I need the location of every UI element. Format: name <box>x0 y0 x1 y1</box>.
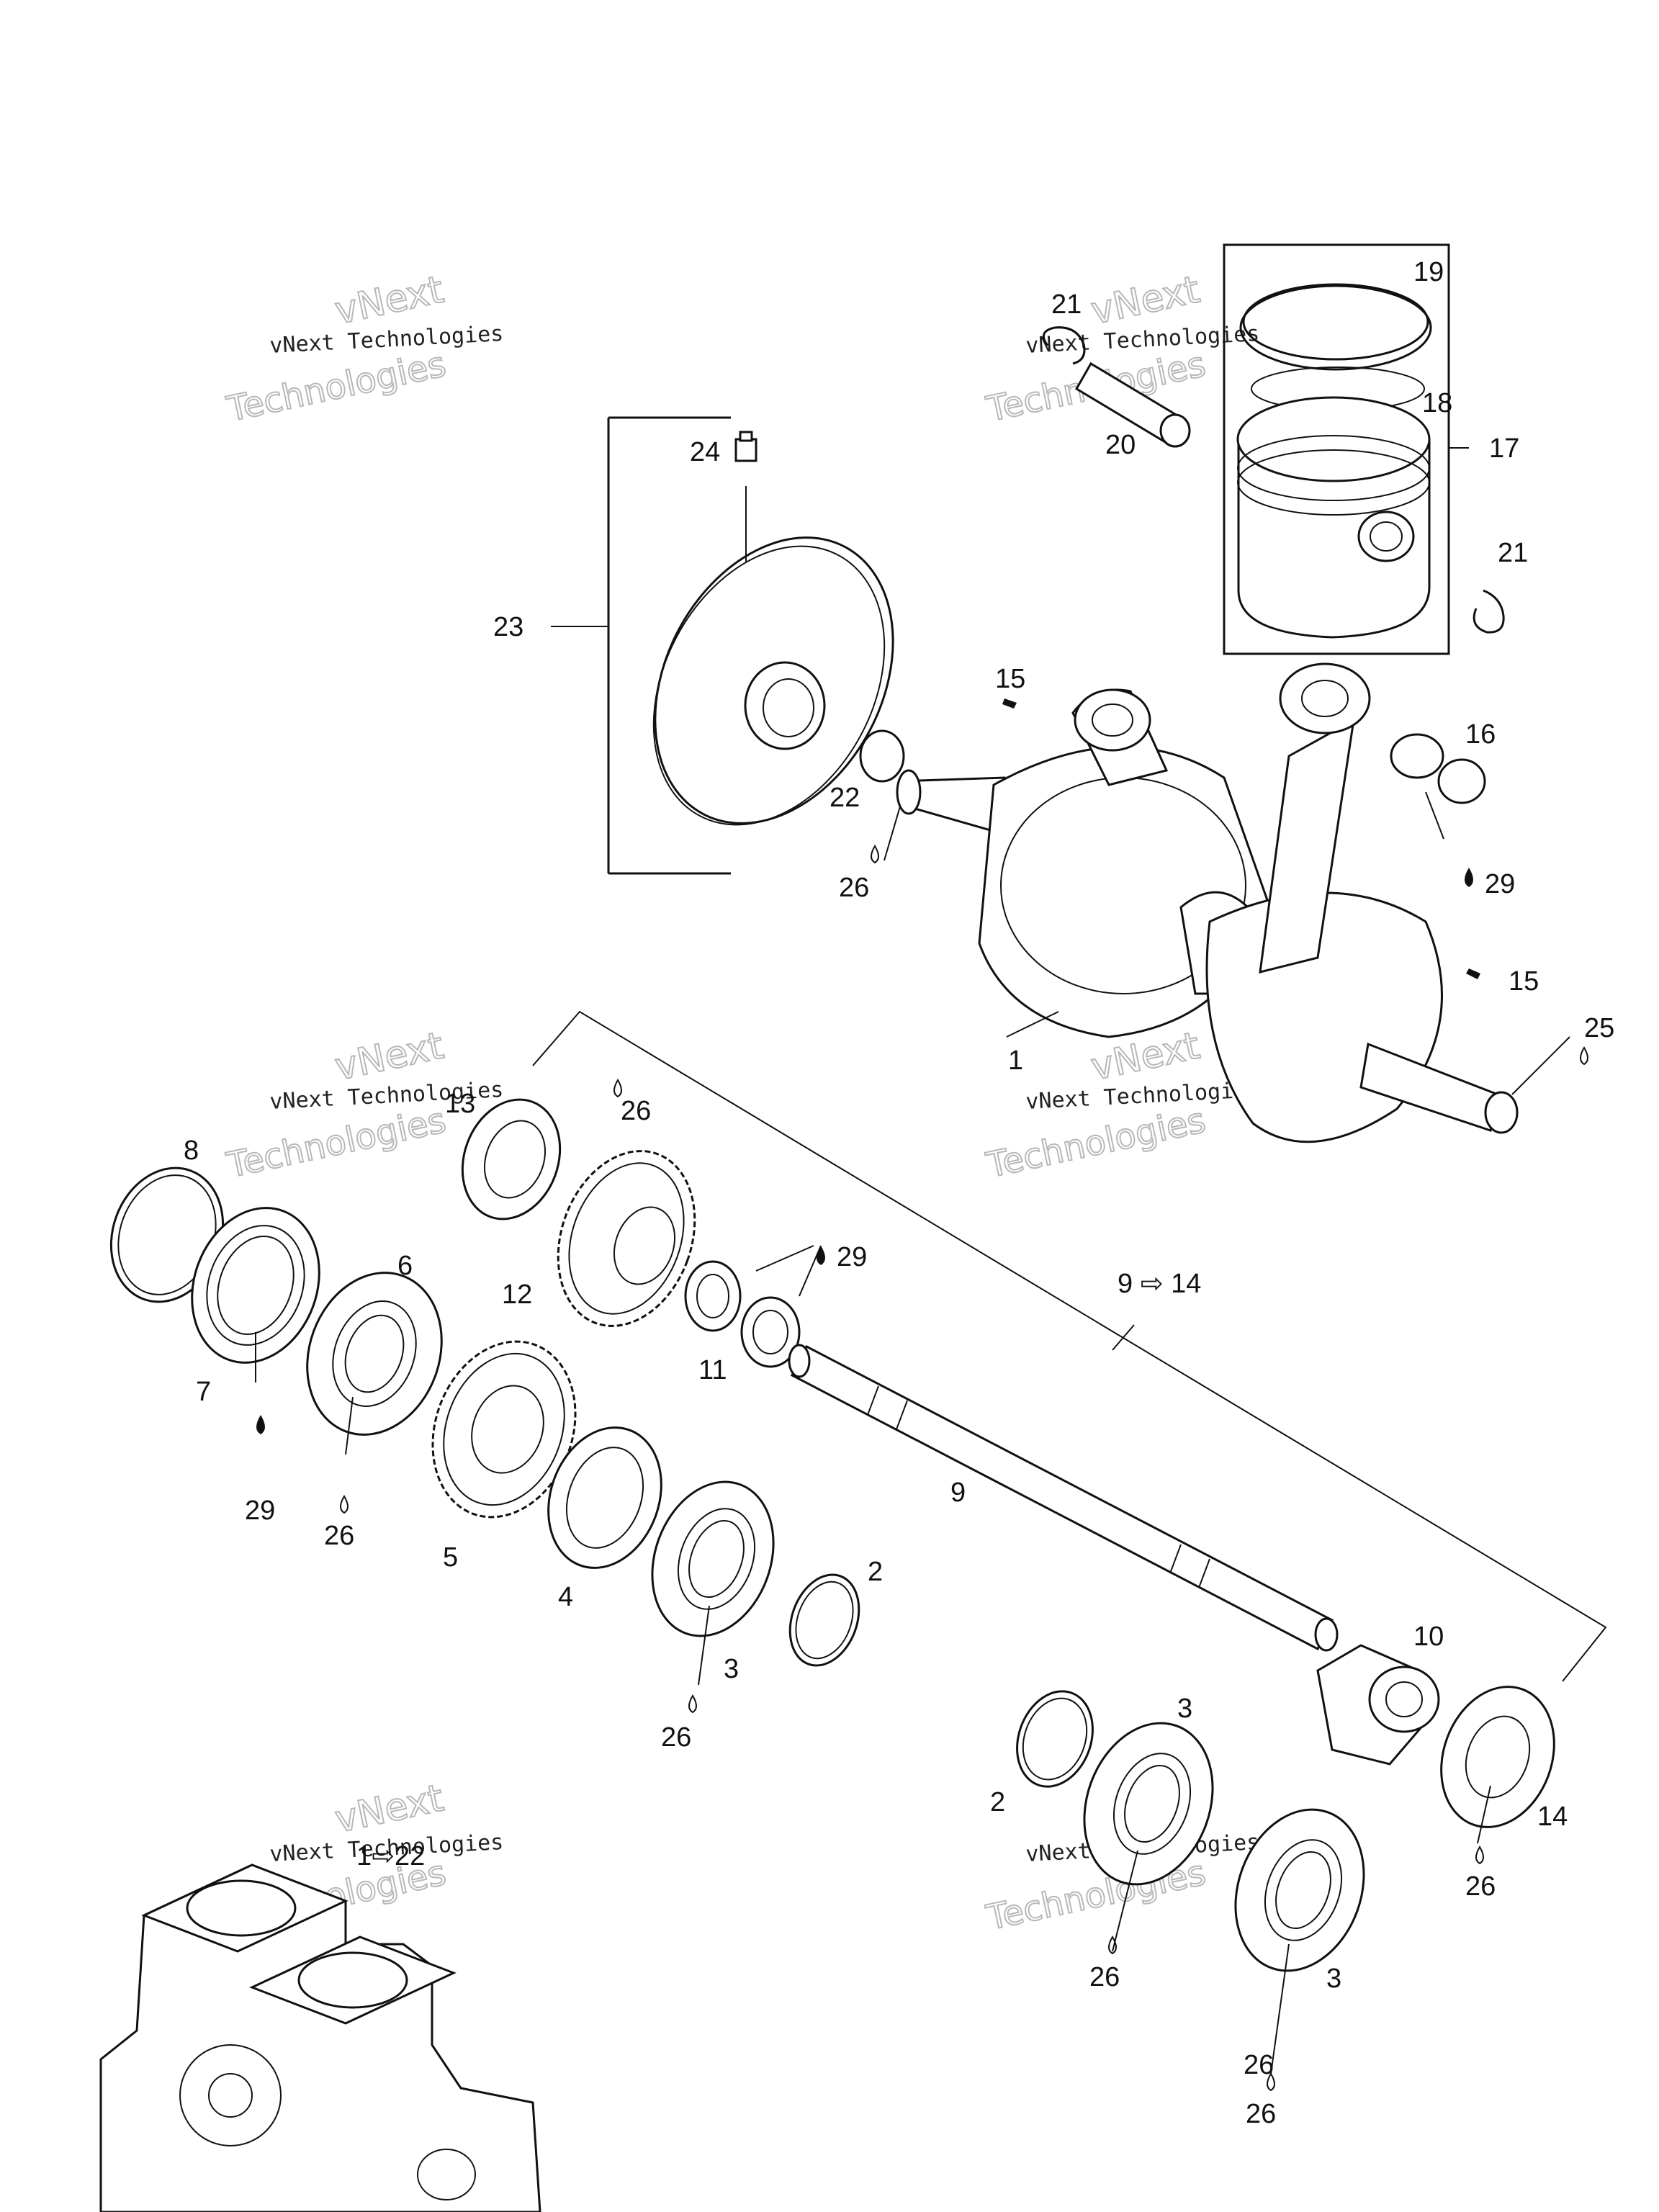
callout-22: 22 <box>830 783 860 813</box>
watermark-1: vNext vNext Technologies Technologies <box>222 267 504 431</box>
bearing-14 <box>1440 1686 1555 1828</box>
callout-14: 14 <box>1537 1802 1568 1832</box>
svg-text:vNext Technologies: vNext Technologies <box>1025 1077 1260 1115</box>
callout-26d: 26 <box>661 1722 691 1753</box>
bearing-3-left <box>651 1480 775 1637</box>
callout-2a: 2 <box>868 1557 883 1587</box>
callout-15b: 15 <box>1509 966 1539 997</box>
svg-text:Technologies: Technologies <box>223 344 449 430</box>
callout-13: 13 <box>445 1089 475 1119</box>
callout-29b: 29 <box>837 1242 867 1272</box>
svg-text:vNext: vNext <box>331 268 447 333</box>
svg-text:vNext Technologies: vNext Technologies <box>269 321 504 359</box>
callout-29c: 29 <box>245 1496 275 1526</box>
counterweight-10 <box>1316 1644 1440 1766</box>
callout-9-to-14: 9 ⇨ 14 <box>1118 1269 1201 1299</box>
callout-1-to-22: 1⇨22 <box>356 1841 425 1871</box>
oil-drop-icon <box>1580 1046 1588 1066</box>
callout-4: 4 <box>558 1582 573 1612</box>
oil-drop-icon <box>688 1694 697 1714</box>
ring-2-left <box>788 1573 860 1667</box>
callout-18: 18 <box>1422 388 1452 418</box>
engine-thumbnail <box>99 1863 541 2212</box>
grease-drop-icon <box>817 1246 825 1265</box>
piston-pin-20 <box>1074 361 1191 448</box>
key-15-lower <box>1466 968 1480 979</box>
rotary-disc-23 <box>652 536 894 826</box>
callout-2b: 2 <box>990 1787 1005 1817</box>
circlip-21-left <box>1042 326 1086 365</box>
key-15-upper <box>1002 698 1017 709</box>
callout-1: 1 <box>1008 1046 1023 1076</box>
bearing-3-right-lower <box>1234 1808 1365 1972</box>
oil-drop-icon <box>871 845 879 864</box>
oil-drop-icons <box>256 845 1588 2092</box>
svg-text:Technologies: Technologies <box>223 1100 449 1186</box>
ring-4 <box>547 1426 662 1569</box>
callout-3c: 3 <box>1326 1964 1341 1994</box>
callout-26g: 26 <box>1244 2050 1274 2080</box>
callout-9: 9 <box>950 1478 966 1508</box>
callout-7: 7 <box>196 1377 211 1407</box>
callout-23: 23 <box>493 612 523 642</box>
callout-17: 17 <box>1489 433 1519 464</box>
callout-26e: 26 <box>1465 1871 1496 1902</box>
callout-5: 5 <box>443 1542 458 1573</box>
oil-drop-icon <box>1108 1936 1117 1955</box>
balance-shaft-9 <box>788 1344 1339 1652</box>
grease-fitting-24 <box>734 431 757 562</box>
callout-20: 20 <box>1105 430 1136 460</box>
piston-17 <box>1236 396 1431 639</box>
callout-12: 12 <box>502 1280 532 1310</box>
bearing-3-right-upper <box>1083 1722 1214 1886</box>
oil-drop-icon <box>1267 2072 1275 2092</box>
callout-24: 24 <box>690 437 720 467</box>
oil-drop-icon <box>340 1495 349 1514</box>
callout-labels: 1 2 2 3 3 3 4 5 6 7 8 9 9 ⇨ 14 10 11 12 … <box>184 257 1614 2129</box>
callout-29a: 29 <box>1485 869 1515 899</box>
callout-15a: 15 <box>995 664 1025 694</box>
svg-text:vNext: vNext <box>331 1024 447 1089</box>
oil-drop-icon <box>1475 1845 1484 1865</box>
grease-drop-icon <box>256 1415 265 1434</box>
seal-7 <box>191 1207 320 1364</box>
bearing-13 <box>461 1098 562 1220</box>
gear-12 <box>557 1150 696 1327</box>
callout-26f: 26 <box>1089 1962 1120 1992</box>
svg-text:vNext: vNext <box>331 1776 447 1841</box>
svg-text:vNext: vNext <box>1087 268 1203 333</box>
oil-drop-icon <box>613 1079 622 1098</box>
circlip-21-right <box>1473 589 1505 634</box>
svg-text:Technologies: Technologies <box>983 1100 1209 1186</box>
callout-26h: 26 <box>1246 2099 1276 2129</box>
callout-21a: 21 <box>1051 289 1082 320</box>
callout-3a: 3 <box>724 1654 739 1684</box>
callout-11: 11 <box>698 1355 727 1385</box>
callout-10: 10 <box>1413 1622 1444 1652</box>
crankshaft-1 <box>896 662 1519 1143</box>
piston-ring-19 <box>1239 283 1432 371</box>
callout-26c: 26 <box>324 1521 354 1551</box>
callout-3b: 3 <box>1177 1694 1192 1724</box>
callout-26a: 26 <box>839 873 869 903</box>
callout-8: 8 <box>184 1136 199 1166</box>
callout-6: 6 <box>397 1251 413 1281</box>
ring-22 <box>859 729 905 783</box>
callout-19: 19 <box>1413 257 1444 287</box>
ring-2-right <box>1016 1690 1094 1788</box>
needle-bearing-16 <box>1390 733 1486 840</box>
callout-26b: 26 <box>621 1096 651 1126</box>
bearing-6 <box>306 1272 443 1436</box>
piston-kit-box <box>1223 243 1450 655</box>
callout-25: 25 <box>1584 1013 1614 1043</box>
callout-16: 16 <box>1465 719 1496 750</box>
bushing-11 <box>684 1260 801 1368</box>
grease-drop-icon <box>1465 868 1473 887</box>
callout-21b: 21 <box>1498 538 1528 568</box>
